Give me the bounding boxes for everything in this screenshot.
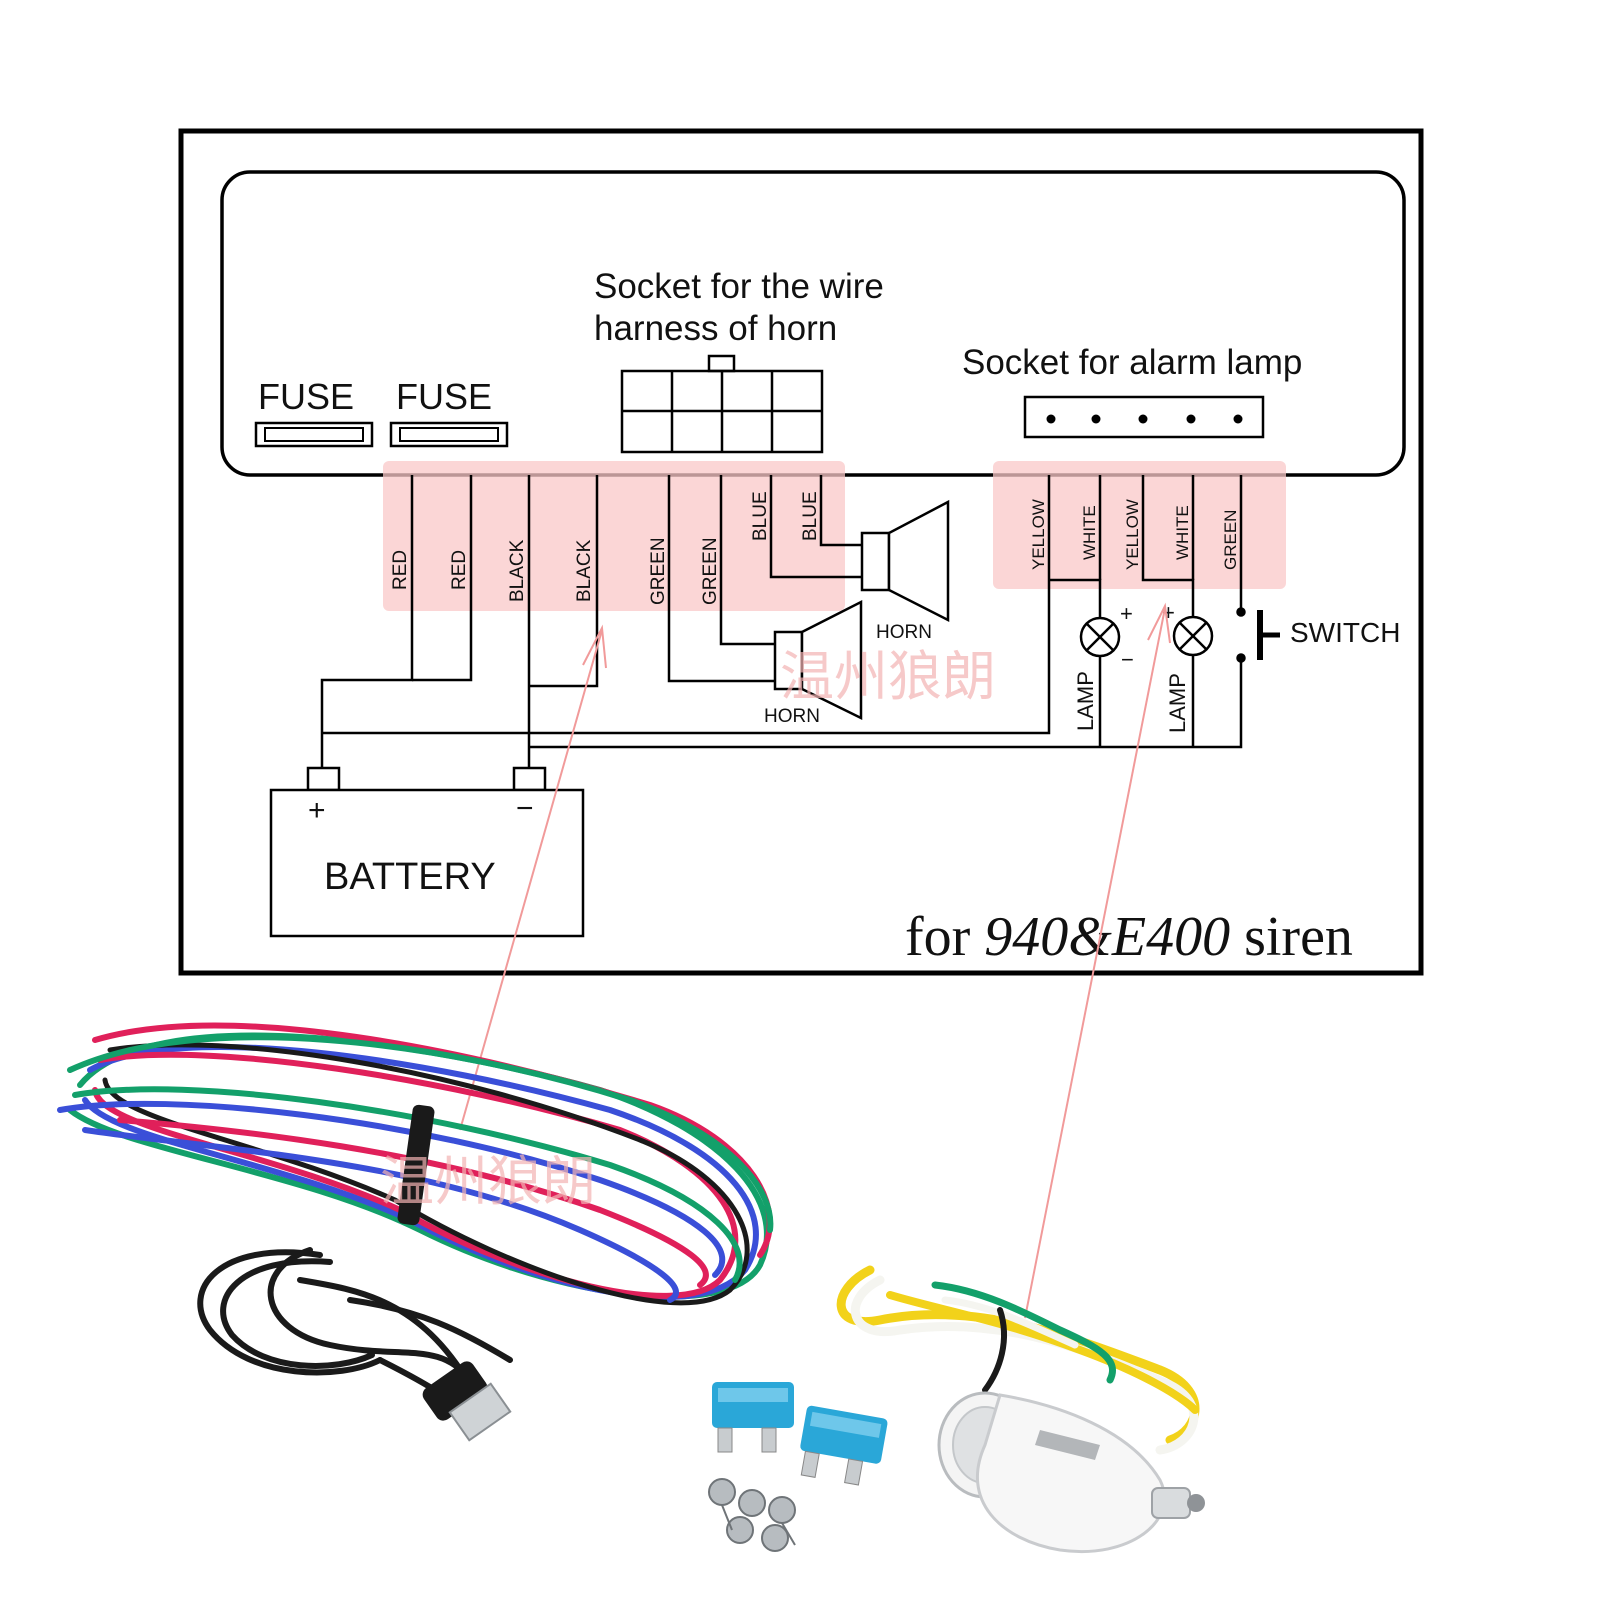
screws-photo [708,1478,796,1552]
wire-label-white-2: WHITE [1173,505,1192,560]
watermark-upper: 温州狼朗 [780,645,996,708]
fuse-label-1: FUSE [258,376,354,417]
horn-socket-label-line1: Socket for the wire [594,267,884,306]
wire-label-black-1: BLACK [507,539,528,602]
wire-paths [320,475,1243,768]
wire-label-white-1: WHITE [1080,505,1099,560]
caption-model: 940&E400 [984,906,1230,968]
wire-label-green-2: GREEN [700,537,721,605]
battery-label: BATTERY [324,856,496,898]
caption-suffix: siren [1230,906,1353,968]
lamp-wire-highlight [993,461,1286,589]
lamp-socket [1023,395,1265,439]
wire-label-blue-1: BLUE [750,491,771,541]
switch-label: SWITCH [1290,617,1400,648]
wire-label-blue-2: BLUE [800,491,821,541]
pointer-lines [459,602,1171,1319]
lamp-symbol-2 [1172,615,1214,657]
battery-plus: + [308,794,326,827]
fuse-label-2: FUSE [396,376,492,417]
switch-symbol [1236,607,1280,663]
diagram-caption: for 940&E400 siren [905,906,1353,968]
wire-label-green-3: GREEN [1221,510,1240,570]
horn-label-upper: HORN [876,622,932,643]
lamp-socket-label: Socket for alarm lamp [962,343,1302,382]
lamp-symbol-1 [1079,616,1121,658]
lamp-1-plus: + [1120,601,1133,626]
horn-speaker-upper [860,499,950,623]
diagram-frame [178,128,1424,976]
horn-socket-label-line2: harness of horn [594,309,837,348]
lamp-label-1: LAMP [1073,671,1098,731]
blade-fuse-photo-1 [712,1382,794,1453]
wire-label-red-1: RED [390,550,411,590]
battery-minus: − [516,792,534,825]
horn-speaker-lower [773,599,863,721]
fuse-slot-1 [254,421,374,448]
wire-harness-bundle [57,1022,774,1306]
caption-prefix: for [905,906,984,968]
lamp-wire-labels: YELLOW WHITE YELLOW WHITE GREEN [1029,499,1240,570]
fuse-slot-2 [389,421,509,448]
wire-label-green-1: GREEN [648,537,669,605]
lamp-1-minus: − [1121,647,1134,672]
wire-label-red-2: RED [449,550,470,590]
battery [269,766,585,938]
horn-wire-labels: RED RED BLACK BLACK GREEN GREEN BLUE BLU… [390,491,821,605]
horn-wire-highlight [383,461,845,611]
wire-label-yellow-1: YELLOW [1029,499,1048,570]
usb-plug [422,1361,512,1442]
wire-label-yellow-2: YELLOW [1123,499,1142,570]
horn-socket [620,354,824,454]
blade-fuse-photo-2 [800,1405,888,1486]
wire-label-black-2: BLACK [574,539,595,602]
lamp-wire-bundle [836,1265,1200,1455]
cigarette-lighter-plug [937,1391,1205,1553]
lamp-label-2: LAMP [1165,673,1190,733]
watermark-lower: 温州狼朗 [380,1150,596,1213]
horn-label-lower: HORN [764,706,820,727]
